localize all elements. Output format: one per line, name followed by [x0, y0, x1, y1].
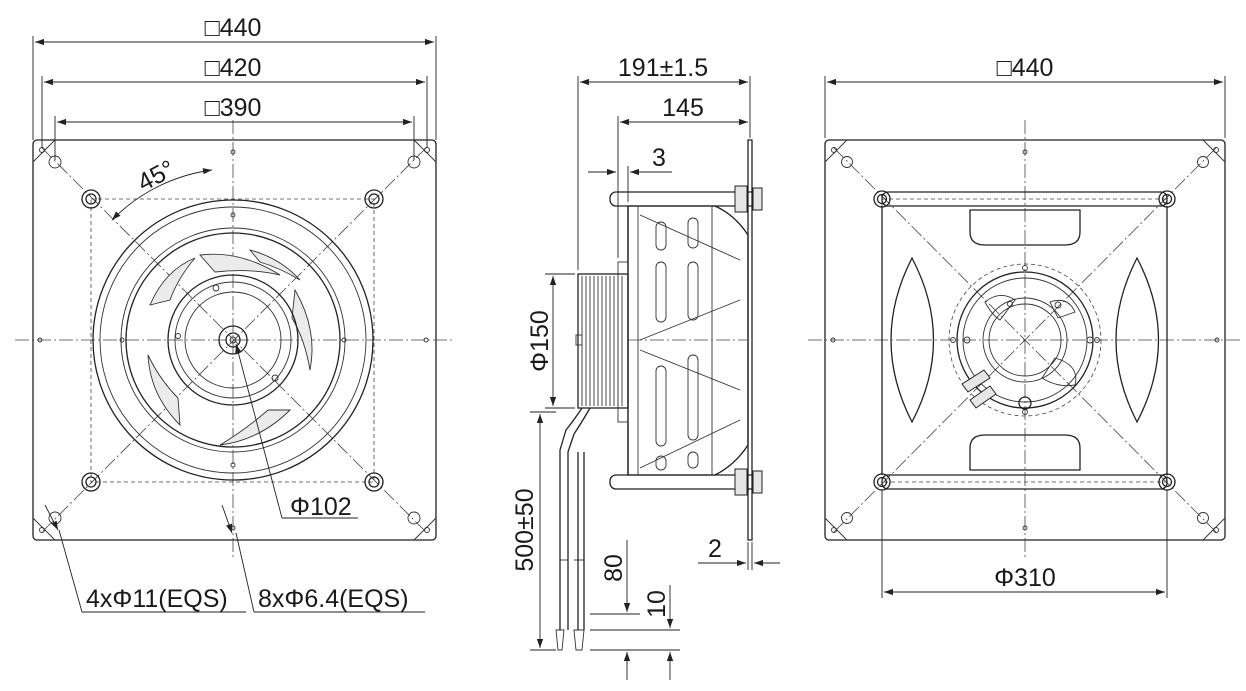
flange-thickness-label: 2	[708, 535, 722, 563]
front-flange-square-label: □420	[205, 54, 262, 82]
impeller-blades	[147, 249, 313, 446]
motor-diameter-label: Φ150	[526, 310, 554, 372]
wire-end-label: 10	[643, 590, 671, 618]
flange-holes-label: 8xΦ6.4(EQS)	[258, 585, 409, 613]
hub-outer-ring	[167, 274, 299, 406]
front-hole-square	[90, 198, 375, 483]
side-motor	[577, 273, 629, 409]
front-hole-square-label: □390	[205, 94, 262, 122]
rear-top-cutout	[969, 209, 1081, 246]
side-flange-offset-label: 3	[652, 144, 666, 172]
rear-outer-square-label: □440	[997, 54, 1054, 82]
inlet-diameter-label: Φ102	[290, 493, 352, 521]
angle-label: 45°	[133, 155, 180, 197]
side-impeller-body	[627, 205, 749, 476]
mount-holes-label: 4xΦ11(EQS)	[86, 585, 228, 613]
cable-length-label: 500±50	[511, 488, 539, 571]
side-total-depth-label: 191±1.5	[618, 54, 708, 82]
rear-side-cutout-left	[890, 256, 935, 424]
side-body-depth-label: 145	[662, 94, 704, 122]
rear-flange-holes	[831, 147, 1219, 533]
rear-bolt-circle-label: Φ310	[994, 564, 1056, 592]
front-view: □440 □420 □390 45° Φ102 4xΦ11(EQS) 8xΦ6.…	[15, 14, 455, 613]
cable-1	[559, 407, 583, 630]
front-outer-square-label: □440	[205, 14, 262, 42]
rear-side-cutout-right	[1115, 256, 1160, 424]
rear-bottom-cutout	[969, 434, 1081, 471]
side-blade-slots	[639, 214, 741, 471]
front-mount-bosses	[81, 189, 384, 492]
cable-2	[567, 407, 591, 630]
strip-length-label: 80	[600, 554, 628, 582]
side-view: 191±1.5 145 3 Φ150 500±50 80 10	[511, 54, 780, 680]
rear-view: □440 Φ310	[808, 54, 1240, 598]
side-motor-fins	[581, 276, 623, 406]
